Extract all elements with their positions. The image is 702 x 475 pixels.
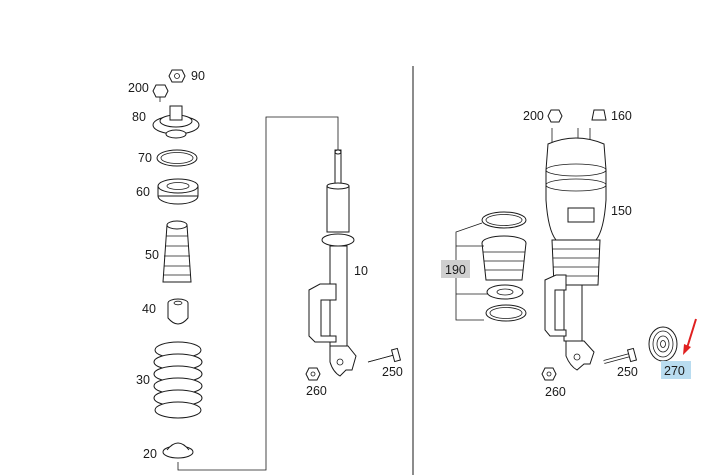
part-250-bolt-left[interactable] bbox=[367, 347, 402, 363]
label-80: 80 bbox=[132, 110, 146, 124]
label-160: 160 bbox=[611, 109, 632, 123]
part-40-bump-stop[interactable] bbox=[167, 298, 189, 325]
assembly-bracket bbox=[177, 116, 339, 471]
label-40: 40 bbox=[142, 302, 156, 316]
part-190-bottom-ring[interactable] bbox=[485, 304, 527, 322]
part-260-nut-left[interactable] bbox=[305, 367, 321, 381]
label-190-background bbox=[441, 260, 470, 278]
label-50: 50 bbox=[145, 248, 159, 262]
label-260-right: 260 bbox=[545, 385, 566, 399]
label-250-left: 250 bbox=[382, 365, 403, 379]
label-30: 30 bbox=[136, 373, 150, 387]
part-190-bellows[interactable] bbox=[481, 235, 527, 281]
red-arrow-icon bbox=[683, 318, 697, 355]
label-200-right: 200 bbox=[523, 109, 544, 123]
part-50-dust-boot[interactable] bbox=[162, 220, 192, 283]
part-190-seat[interactable] bbox=[486, 284, 524, 300]
part-200-nut-right[interactable] bbox=[547, 109, 563, 123]
label-270[interactable]: 270 bbox=[664, 364, 685, 378]
label-90: 90 bbox=[191, 69, 205, 83]
label-200-left: 200 bbox=[128, 81, 149, 95]
part-60-spring-seat[interactable] bbox=[157, 178, 199, 205]
part-160-cap[interactable] bbox=[591, 109, 607, 121]
part-10-shock-absorber[interactable] bbox=[308, 149, 357, 377]
part-190-top-ring[interactable] bbox=[481, 211, 527, 229]
label-250-right: 250 bbox=[617, 365, 638, 379]
part-80-top-mount[interactable] bbox=[152, 105, 200, 139]
part-90-nut[interactable] bbox=[168, 69, 186, 83]
label-20: 20 bbox=[143, 447, 157, 461]
part-30-coil-spring[interactable] bbox=[153, 341, 203, 419]
part-270-damper-disc[interactable] bbox=[648, 326, 678, 362]
label-150: 150 bbox=[611, 204, 632, 218]
part-250-bolt-right[interactable] bbox=[603, 347, 638, 364]
label-10: 10 bbox=[354, 264, 368, 278]
label-270-highlight bbox=[661, 361, 691, 379]
part-260-nut-right[interactable] bbox=[541, 367, 557, 381]
label-70: 70 bbox=[138, 151, 152, 165]
label-190: 190 bbox=[445, 263, 466, 277]
part-200-nut-left[interactable] bbox=[152, 84, 169, 102]
label-60: 60 bbox=[136, 185, 150, 199]
label-260-left: 260 bbox=[306, 384, 327, 398]
part-150-air-spring[interactable] bbox=[544, 128, 607, 371]
part-20-lower-seat[interactable] bbox=[162, 442, 194, 459]
part-70-ring[interactable] bbox=[156, 149, 198, 167]
